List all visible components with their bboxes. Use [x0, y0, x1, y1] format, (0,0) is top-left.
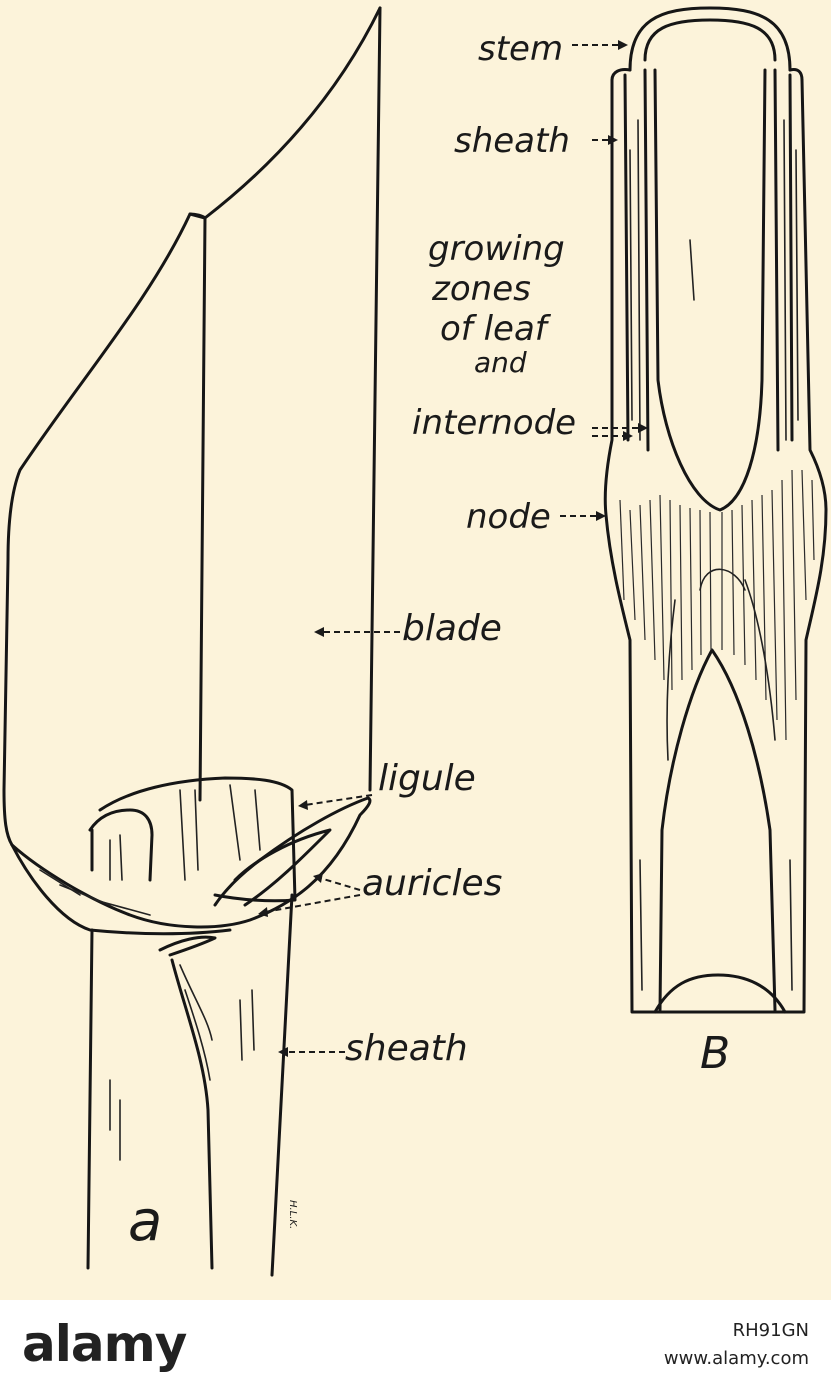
figure-a-leaf-collar: H.L.K. blade ligule auricles sheath a: [4, 8, 502, 1275]
lower-hollow: [660, 650, 775, 1010]
sheath-wall-right: [790, 75, 792, 440]
label-sheath-b: sheath: [454, 121, 570, 161]
node-hatching: [620, 470, 814, 760]
label-sheath-a: sheath: [345, 1028, 468, 1069]
blade-right-edge: [370, 8, 380, 790]
figure-b-arrows: [560, 40, 648, 521]
label-zones: zones: [431, 269, 531, 309]
sheath-shadow: [180, 965, 212, 1080]
watermark-footer: alamy RH91GN www.alamy.com: [0, 1300, 831, 1390]
stem-wall-left: [645, 70, 648, 450]
blade-base-wrap: [12, 798, 370, 927]
label-growing: growing: [428, 229, 565, 269]
panel-label-b: B: [700, 1028, 730, 1079]
stem-top-dome: [630, 8, 790, 70]
label-ligule: ligule: [378, 758, 476, 799]
sheath-wall-left: [625, 75, 628, 440]
sheath-top: [612, 69, 802, 80]
sheath-left-edge: [88, 930, 92, 1268]
image-id: RH91GN: [733, 1320, 809, 1341]
growing-zone-strands: [630, 120, 798, 990]
label-internode: internode: [412, 403, 576, 443]
blade-outline: [4, 8, 380, 845]
botanical-illustration: H.L.K. blade ligule auricles sheath a: [0, 0, 831, 1300]
auricle-upper: [235, 830, 330, 905]
auricle-lower: [160, 937, 215, 955]
figure-b-stem-section: stem sheath growing zones of leaf and in…: [412, 8, 826, 1079]
upper-hollow: [655, 70, 765, 510]
figure-a-arrows: [258, 627, 400, 1057]
site-url[interactable]: www.alamy.com: [664, 1348, 809, 1369]
label-node: node: [466, 497, 551, 537]
collar-shading: [40, 785, 260, 1160]
label-of-leaf: of leaf: [440, 309, 552, 349]
label-and: and: [474, 346, 527, 379]
label-stem: stem: [478, 29, 563, 69]
stem-wall-right: [775, 70, 778, 450]
stem-top-dome-inner: [645, 20, 775, 60]
panel-label-a: a: [128, 1189, 162, 1254]
label-blade: blade: [402, 608, 502, 649]
sheath-inner-edge: [172, 960, 212, 1268]
alamy-logo[interactable]: alamy: [22, 1314, 186, 1374]
lower-hollow-bottom: [655, 975, 785, 1012]
label-auricles: auricles: [362, 863, 502, 904]
artist-initials: H.L.K.: [287, 1200, 298, 1229]
blade-midrib: [200, 218, 205, 800]
